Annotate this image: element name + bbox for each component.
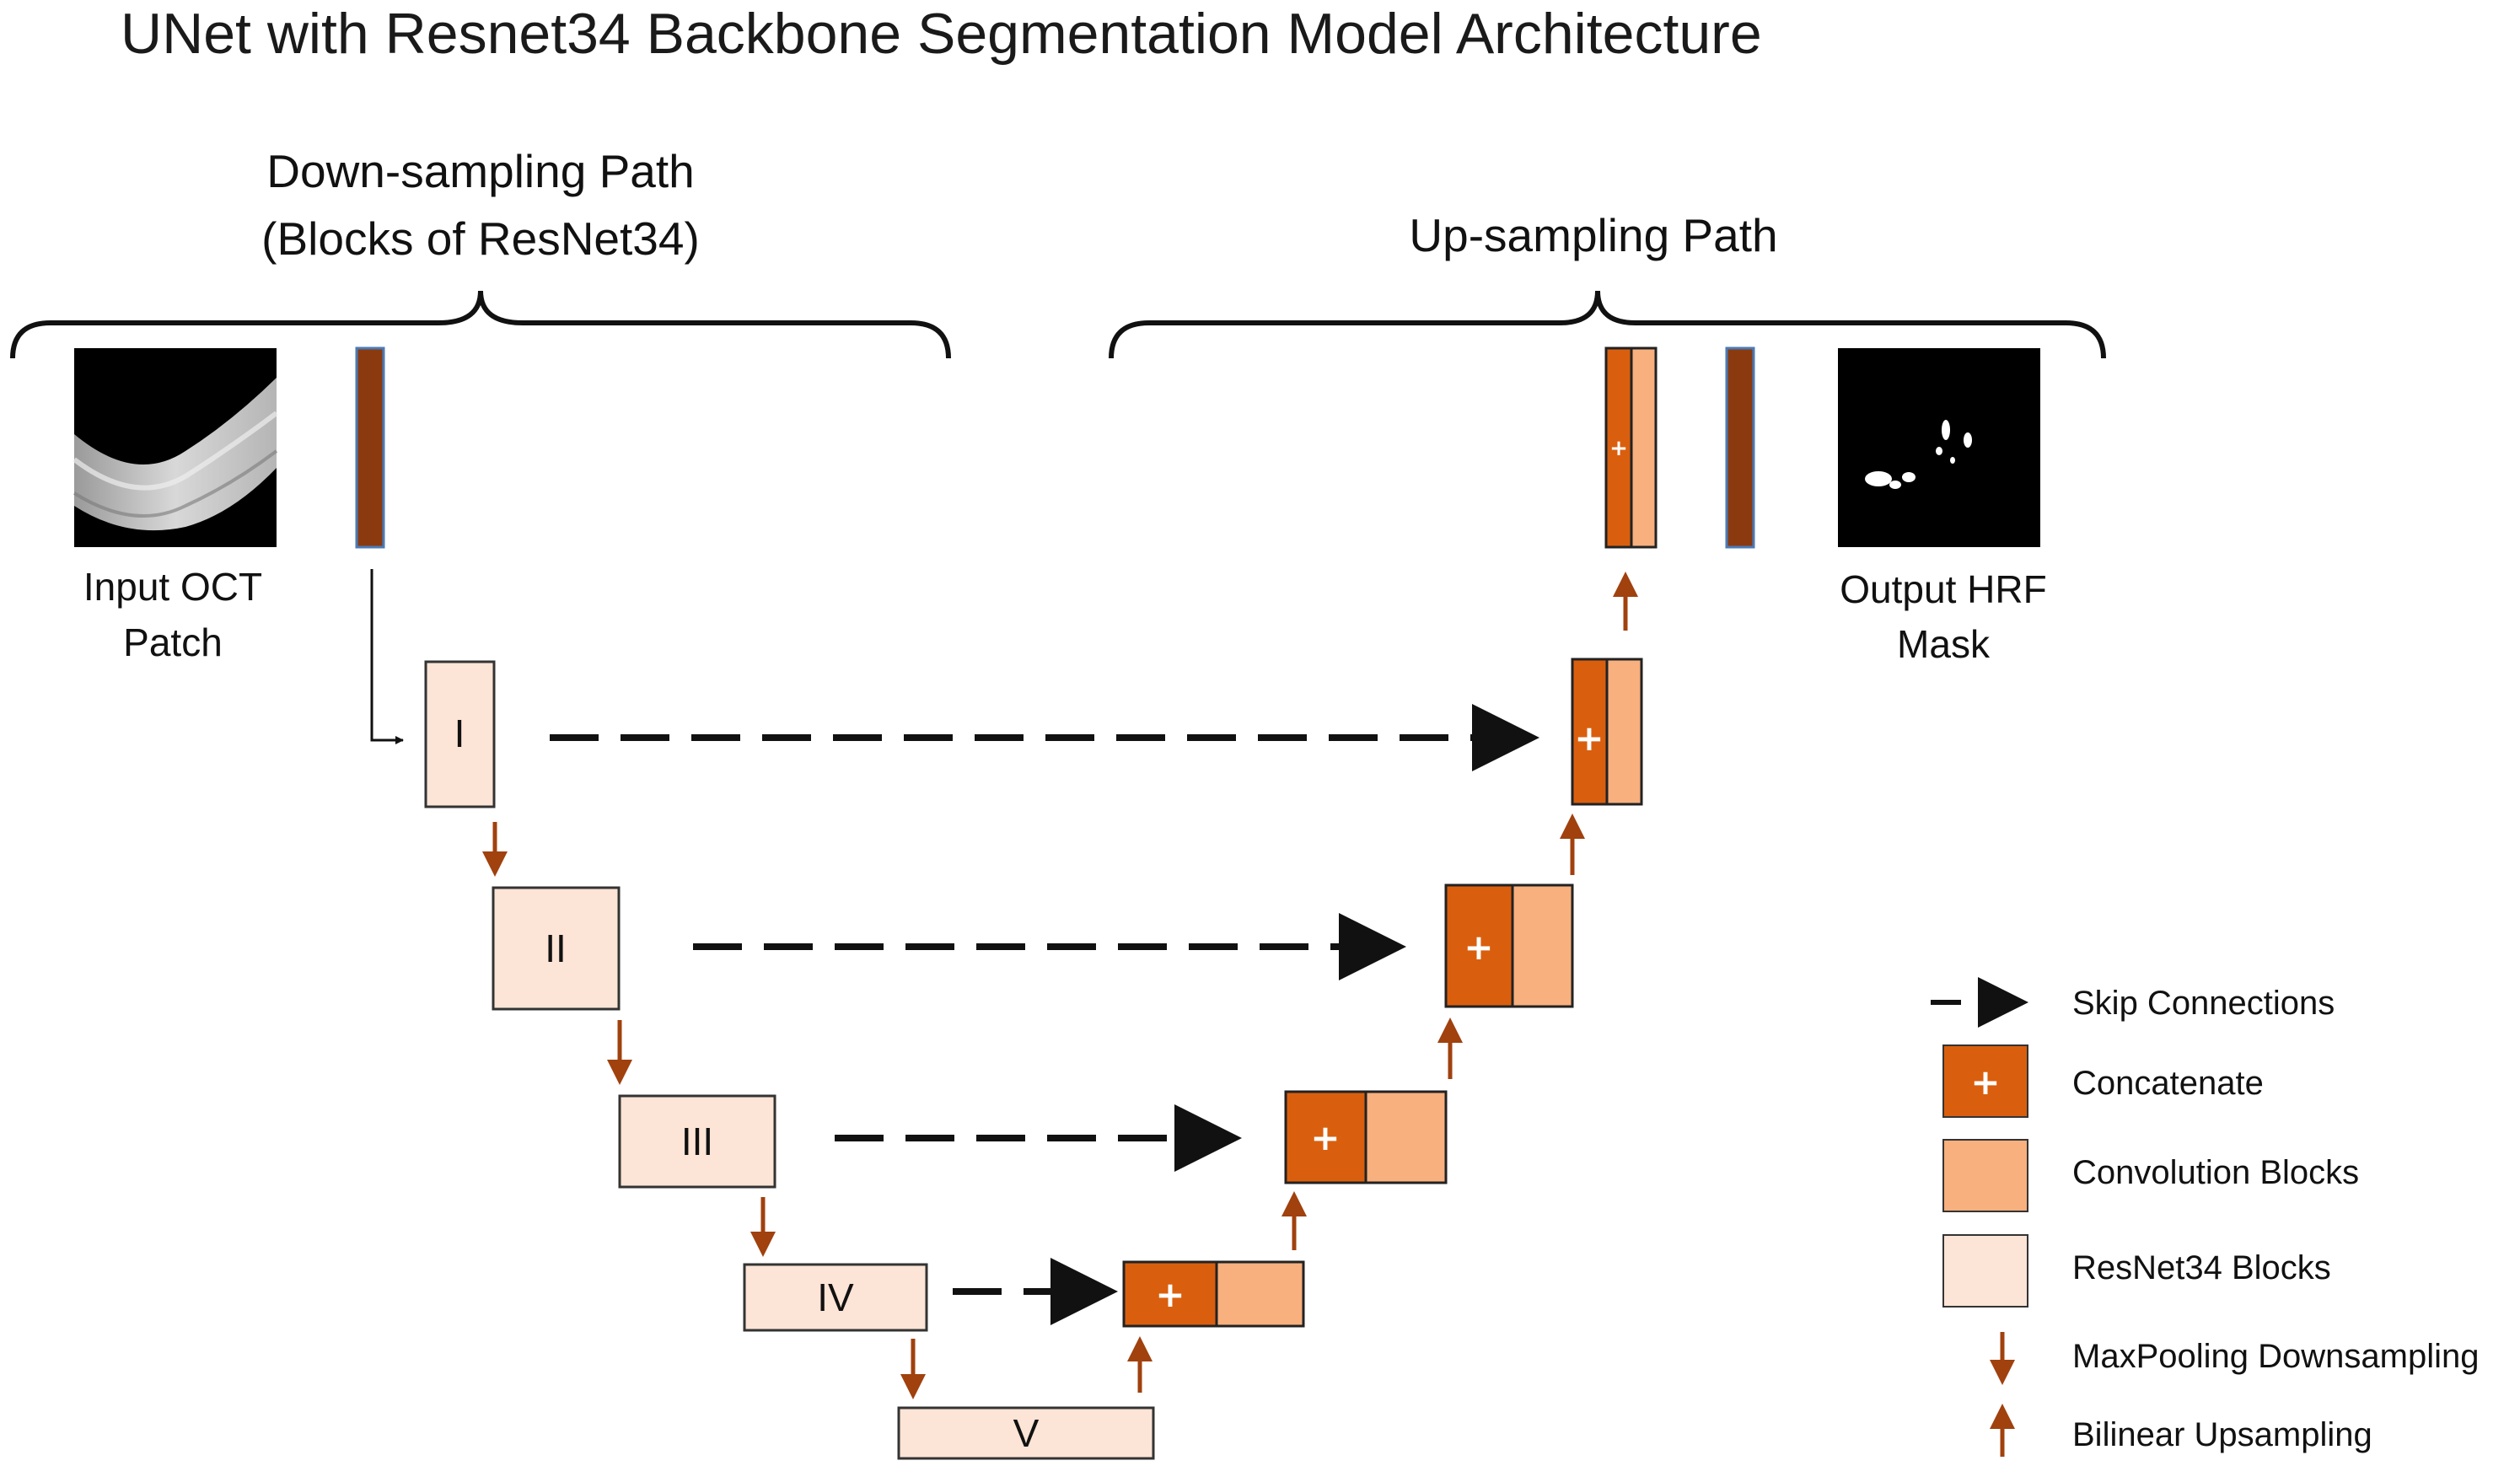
decoder-block-4: +	[1122, 1260, 1305, 1328]
legend-maxpool-label: MaxPooling Downsampling	[2072, 1338, 2479, 1375]
decoder-block-3: +	[1284, 1090, 1448, 1184]
legend-resnet-label: ResNet34 Blocks	[2072, 1249, 2331, 1286]
encoder-block-4: IV	[743, 1263, 928, 1332]
legend-concatenate-swatch	[1942, 1044, 2028, 1118]
decoder-block-1: +	[1571, 658, 1643, 806]
encoder-block-3-label: III	[681, 1120, 713, 1163]
output-conv-block	[1725, 346, 1755, 549]
diagram-title: UNet with Resnet34 Backbone Segmentation…	[121, 2, 1762, 66]
decoder-block-4-plus: +	[1155, 1274, 1185, 1315]
input-label-line2: Patch	[123, 620, 223, 664]
encoder-block-5-label: V	[1013, 1411, 1040, 1455]
down-path-label-line1: Down-sampling Path	[266, 145, 694, 197]
legend-skip-label: Skip Connections	[2072, 985, 2335, 1022]
input-stem-block	[355, 346, 385, 549]
legend: Skip Connections + Concatenate Convoluti…	[1931, 977, 2479, 1457]
decoder-block-0-conv	[1630, 346, 1658, 549]
encoder-block-1-label: I	[454, 712, 465, 755]
decoder-block-2: +	[1444, 883, 1574, 1008]
encoder-block-1: I	[424, 660, 496, 808]
decoder-block-4-concat	[1122, 1260, 1218, 1328]
down-path-brace	[10, 290, 951, 359]
encoder-block-2: II	[492, 886, 621, 1011]
legend-concatenate-label: Concatenate	[2072, 1065, 2264, 1102]
decoder-block-1-conv	[1605, 658, 1643, 806]
decoder-block-2-conv	[1511, 883, 1574, 1008]
decoder-block-0: +	[1604, 346, 1658, 549]
decoder-block-0-plus: +	[1609, 436, 1628, 461]
legend-convolution-swatch	[1942, 1139, 2028, 1212]
output-label-line1: Output HRF	[1840, 567, 2046, 611]
legend-concatenate-plus: +	[1970, 1061, 2000, 1103]
decoder-block-3-concat	[1284, 1090, 1367, 1184]
output-hrf-mask-image	[1838, 348, 2040, 547]
legend-convolution-label: Convolution Blocks	[2072, 1154, 2359, 1191]
decoder-block-1-plus: +	[1574, 717, 1604, 759]
encoder-block-3: III	[618, 1094, 776, 1189]
stem-to-block1-connector	[370, 569, 404, 744]
encoder-block-2-label: II	[545, 926, 567, 970]
input-oct-image	[73, 348, 278, 547]
decoder-block-2-plus: +	[1464, 926, 1493, 968]
input-label-line1: Input OCT	[83, 565, 262, 609]
down-path-label-line2: (Blocks of ResNet34)	[261, 212, 700, 265]
up-path-brace	[1109, 290, 2106, 359]
legend-upsample-label: Bilinear Upsampling	[2072, 1416, 2372, 1453]
encoder-block-5: V	[897, 1406, 1155, 1460]
up-path-label: Up-sampling Path	[1409, 209, 1777, 261]
encoder-block-4-label: IV	[817, 1275, 854, 1319]
legend-resnet-swatch	[1942, 1234, 2028, 1308]
decoder-block-1-concat	[1571, 658, 1609, 806]
decoder-block-3-conv	[1364, 1090, 1448, 1184]
decoder-block-4-conv	[1215, 1260, 1305, 1328]
output-label-line2: Mask	[1897, 622, 1991, 666]
decoder-block-3-plus: +	[1310, 1117, 1340, 1158]
